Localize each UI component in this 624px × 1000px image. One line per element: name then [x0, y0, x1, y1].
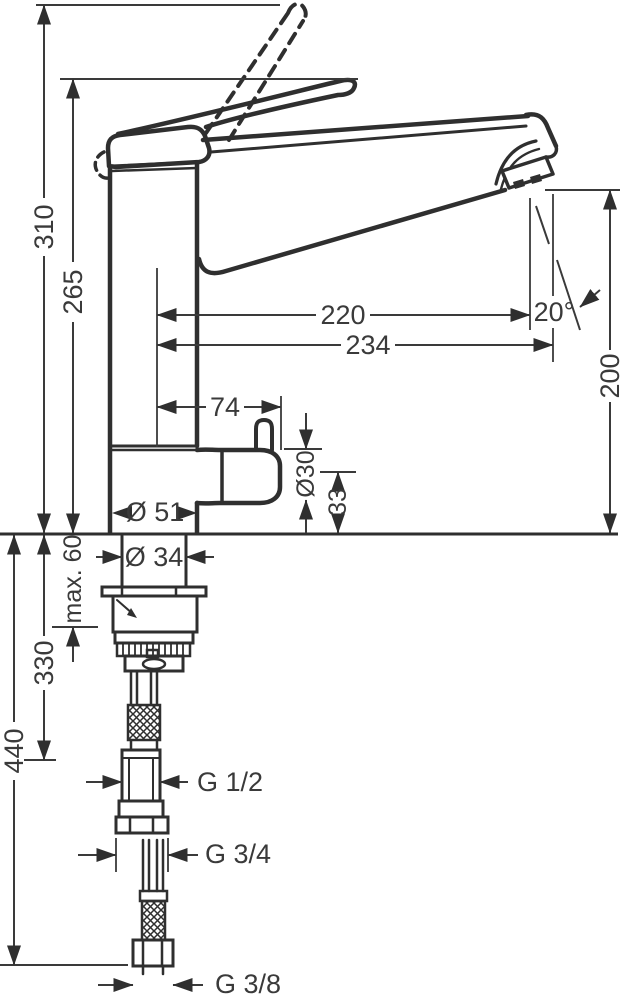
hose-braid-lower [140, 899, 167, 942]
dim-label-max60: max. 60 [59, 535, 87, 624]
dim-label-dia34: Ø 34 [125, 542, 184, 572]
faucet-outline [93, 1, 559, 536]
handle-travel-dashed-hook [93, 150, 113, 180]
g38-nut [131, 938, 175, 968]
hose-braid-upper [126, 703, 162, 742]
dim-label-330: 330 [29, 640, 59, 685]
side-outlet [194, 418, 283, 506]
dim-label-234: 234 [345, 330, 390, 360]
dim-label-220: 220 [320, 300, 365, 330]
dim-label-33: 33 [324, 488, 352, 516]
dim-label-265: 265 [58, 269, 88, 314]
dim-label-310: 310 [29, 204, 59, 249]
faucet-spout [196, 112, 559, 276]
aerator [500, 155, 555, 190]
dimension-labels: 310 265 220 234 20° 200 74 Ø30 33 Ø 51 Ø… [0, 204, 624, 999]
aerator-housing-arc-inner [499, 147, 541, 191]
dim-label-g34: G 3/4 [205, 839, 271, 869]
supply-hose [114, 669, 175, 976]
faucet-handle-lever [115, 77, 358, 137]
dim-label-200: 200 [595, 353, 624, 398]
mounting-shank [100, 534, 208, 673]
dim-label-74: 74 [210, 392, 240, 422]
faucet-body [107, 160, 200, 536]
dim-label-angle: 20° [534, 297, 575, 327]
dim-label-g38: G 3/8 [215, 969, 281, 999]
screw-head [141, 657, 167, 671]
handle-base-cap [105, 124, 212, 173]
dim-label-dia51: Ø 51 [126, 497, 185, 527]
angle-arrow [579, 289, 601, 308]
dimension-lines [0, 4, 620, 992]
aerator-housing-arc [494, 139, 538, 186]
dim-label-g12: G 1/2 [197, 767, 263, 797]
handle-raised-dashed [93, 1, 308, 180]
dim-51-arrow-right [177, 506, 197, 520]
mounting-cone [111, 594, 199, 634]
angle-slant-lower [556, 259, 581, 331]
shank-fitting [123, 654, 185, 673]
dim-label-dia30: Ø30 [292, 450, 320, 497]
dim-label-440: 440 [0, 728, 29, 773]
angle-slant-upper [535, 205, 550, 245]
outlet-pin [254, 418, 274, 452]
dim-51-arrow-left [112, 506, 132, 520]
locknut [113, 630, 195, 645]
g34-nut [114, 815, 170, 835]
